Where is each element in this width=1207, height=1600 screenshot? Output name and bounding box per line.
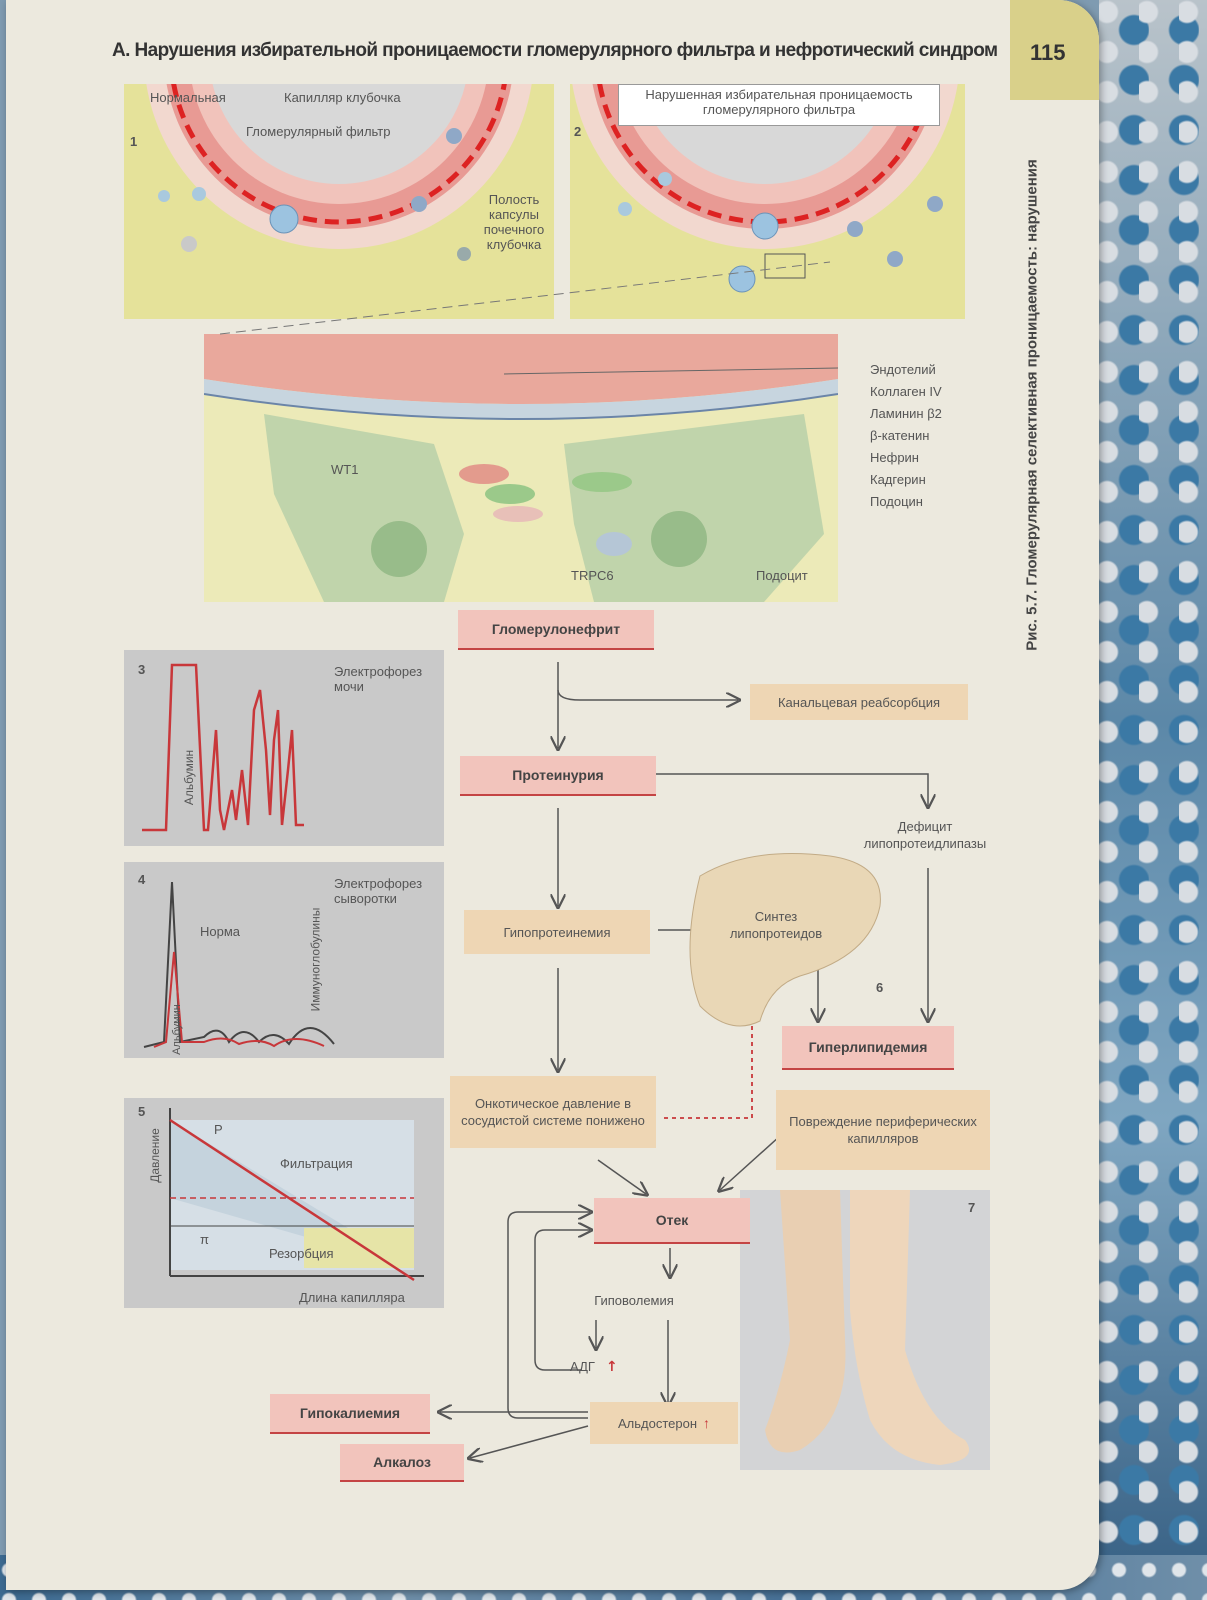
panel-impaired-filter: 2 Нарушенная избирательная проницаемость… [570,84,965,319]
urine-electrophoresis-curve [142,663,304,832]
chart5-pi: π [200,1232,209,1247]
panel-pressure-chart: 5 Давление Длина капилляра P π Фильтраци… [124,1098,444,1308]
detail-illustration [204,334,838,602]
legend-item: Подоцин [870,494,923,509]
box-proteinuria: Протеинурия [460,756,656,796]
legend-item: Эндотелий [870,362,936,377]
box-aldosterone: Альдостерон ↑ [590,1402,738,1444]
chart5-resorption: Резорбция [269,1246,334,1261]
label-trpc6: TRPC6 [571,568,614,583]
serum-electrophoresis-curve [143,881,335,1048]
box-hyperlipidemia: Гиперлипидемия [782,1026,954,1070]
box-hypokalemia: Гипокалиемия [270,1394,430,1434]
chart5-filtration: Фильтрация [280,1156,353,1171]
label-lipase-deficit: Дефицит липопротеидлипазы [863,819,987,851]
figure-title: А. Нарушения избирательной проницаемости… [112,40,998,61]
label-podocyte: Подоцит [756,568,808,583]
label-capsule: Полость капсулы почечного клубочка [483,192,545,252]
label-normal: Нормальная [150,90,226,105]
box-hypoproteinemia: Гипопротеинемия [464,910,650,954]
edema-legs-photo: 7 [740,1190,990,1470]
adh-text: АДГ [570,1359,595,1374]
chart5-number: 5 [138,1104,146,1119]
box-glomerulonephritis: Гломерулонефрит [458,610,654,650]
liver-illustration [689,853,881,1027]
legend-item: Нефрин [870,450,919,465]
box-edema: Отек [594,1198,750,1244]
photo-number: 7 [968,1200,976,1215]
legend-item: Коллаген IV [870,384,942,399]
legend-item: Ламинин β2 [870,406,942,421]
box-alkalosis: Алкалоз [340,1444,464,1482]
arrow-up-icon: ↑ [606,1359,618,1375]
chart4-title: Электрофорез сыворотки [334,876,423,906]
label-number-6: 6 [876,980,884,995]
panel1-number: 1 [130,134,138,149]
legs-drawing [765,1190,970,1465]
chart3-title: Электрофорез мочи [334,664,423,694]
box-oncotic-pressure: Онкотическое давление в сосудистой систе… [450,1076,656,1148]
panel2-number: 2 [574,124,582,139]
label-adh: АДГ ↑ [570,1356,618,1375]
chart4-number: 4 [138,872,146,887]
chart5-p: P [214,1122,223,1137]
panel-normal-filter: Нормальная Капилляр клубочка Гломерулярн… [124,84,554,319]
label-wt1: WT1 [331,462,359,477]
page-corner-tab [1010,0,1099,100]
panel-urine-electrophoresis: 3 Электрофорез мочи Альбумин [124,650,444,846]
page-number: 115 [1030,40,1066,65]
box-tubular-reabsorption: Канальцевая реабсорбция [750,684,968,720]
arrow-up-icon: ↑ [703,1414,711,1431]
label-hypovolemia: Гиповолемия [594,1293,674,1308]
pressure-chart-diagram [169,1108,424,1282]
legend-item: β-катенин [870,428,930,443]
chart3-number: 3 [138,662,146,677]
label-lipoprotein-synthesis: Синтез липопротеидов [729,909,823,941]
panel2-title: Нарушенная избирательная проницаемость г… [618,84,940,126]
panel-filter-detail: WT1 TRPC6 Подоцит [204,334,838,602]
label-capillary: Капилляр клубочка [284,90,401,105]
aldosterone-text: Альдостерон [617,1415,698,1431]
detail-legend: Эндотелий Коллаген IV Ламинин β2 β-катен… [870,362,970,516]
panel-serum-electrophoresis: 4 Электрофорез сыворотки Норма Альбумин … [124,862,444,1058]
label-filter: Гломерулярный фильтр [246,124,391,139]
chart4-norm: Норма [200,924,241,939]
legend-item: Кадгерин [870,472,926,487]
chart5-xlabel: Длина капилляра [299,1290,405,1305]
panel1-illustration [146,84,532,261]
background-fabric-right [1099,0,1207,1600]
box-peripheral-damage: Повреждение периферических капилляров [776,1090,990,1170]
